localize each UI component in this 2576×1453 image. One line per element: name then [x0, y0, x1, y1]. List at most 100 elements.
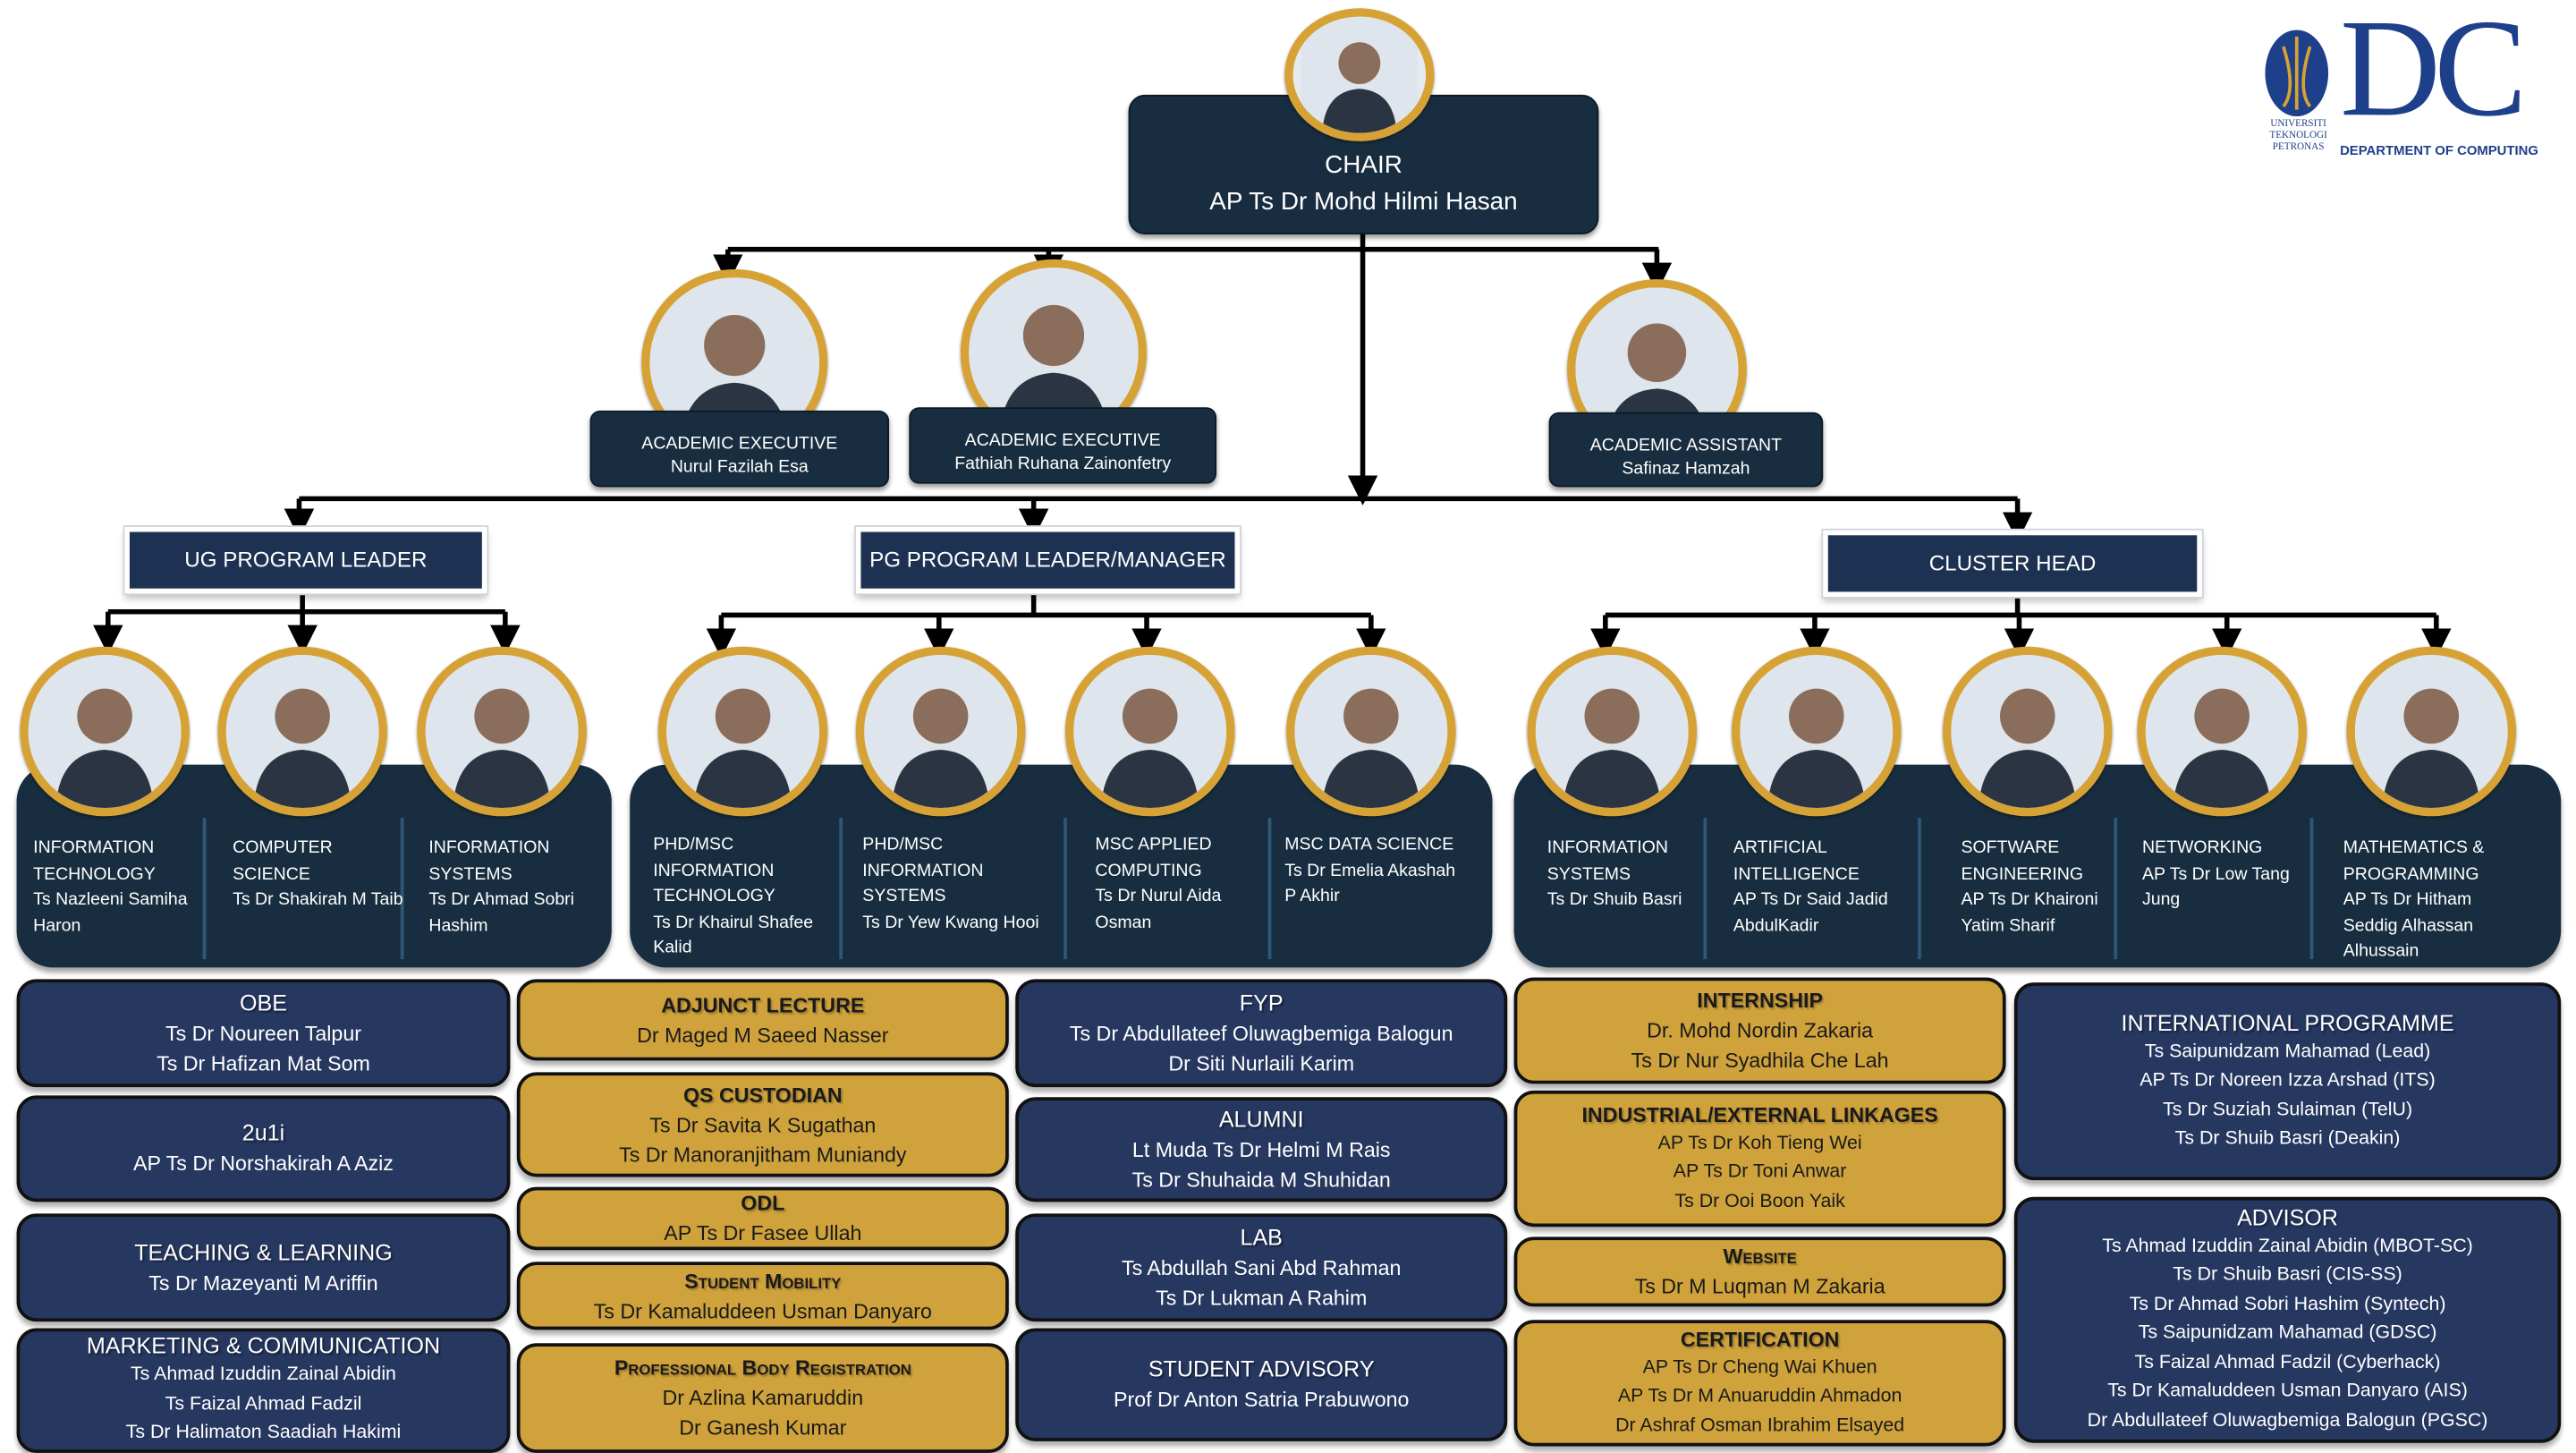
member-photo: [855, 646, 1026, 817]
staff-name: Safinaz Hamzah: [1622, 458, 1750, 480]
committee-title: Professional Body Registration: [614, 1356, 911, 1381]
program-column: Artificial IntelligenceAP Ts Dr Said Jad…: [1733, 837, 1893, 939]
column-divider: [1267, 818, 1272, 960]
program-column: NetworkingAP Ts Dr Low Tang Jung: [2142, 837, 2301, 913]
program-column: Information Technology Ts Nazleeni Samiha…: [33, 837, 206, 939]
person-avatar-icon: [225, 655, 379, 808]
committee-title: ALUMNI: [1218, 1106, 1304, 1132]
committee-member: Ts Dr Shuib Basri (CIS-SS): [2173, 1265, 2402, 1286]
committee-member: Ts Dr Ooi Boon Yaik: [1674, 1191, 1845, 1212]
committee-title: CERTIFICATION: [1680, 1328, 1840, 1352]
committee-box: STUDENT ADVISORY Prof Dr Anton Satria Pra…: [1015, 1328, 1508, 1441]
program-column: MSC Applied ComputingTs Dr Nurul Aida Os…: [1095, 833, 1281, 936]
column-divider: [1918, 818, 1921, 960]
staff-title: ACADEMIC EXECUTIVE: [964, 430, 1161, 451]
column-divider: [400, 818, 404, 960]
committee-member: Ts Dr Shuib Basri (Deakin): [2174, 1128, 2401, 1149]
program-leader-name: Ts Nazleeni Samiha Haron: [33, 889, 188, 936]
person-avatar-icon: [2145, 655, 2299, 808]
program-column: Mathematics & ProgrammingAP Ts Dr Hitham…: [2343, 837, 2503, 965]
committee-member: Ts Saipunidzam Mahamad (Lead): [2144, 1041, 2431, 1062]
program-column: Information SystemsTs Dr Shuib Basri: [1547, 837, 1707, 913]
committee-member: Prof Dr Anton Satria Prabuwono: [1113, 1388, 1410, 1412]
committee-member: Dr Abdullateef Oluwagbemiga Balogun (PGS…: [2087, 1410, 2488, 1432]
member-photo: [20, 646, 190, 817]
committee-member: Ts Dr Lukman A Rahim: [1156, 1286, 1368, 1310]
person-avatar-icon: [666, 655, 819, 808]
committee-title: STUDENT ADVISORY: [1148, 1356, 1375, 1381]
committee-member: Ts Dr Shuhaida M Shuhidan: [1131, 1168, 1391, 1192]
committee-member: Ts Faizal Ahmad Fadzil (Cyberhack): [2134, 1352, 2441, 1373]
department-logo: UNIVERSITI TEKNOLOGI PETRONAS DC DEPARTM…: [2260, 0, 2563, 163]
program-name: MSC Data Science: [1284, 834, 1454, 855]
program-name: PhD/MSc Information Systems: [862, 834, 984, 906]
committee-member: AP Ts Dr Fasee Ullah: [664, 1221, 862, 1245]
committee-title: INDUSTRIAL/EXTERNAL LINKAGES: [1581, 1103, 1938, 1127]
program-name: Computer Science: [233, 837, 333, 884]
committee-member: Ts Dr M Luqman M Zakaria: [1634, 1275, 1885, 1299]
committee-member: Ts Ahmad Izuddin Zainal Abidin: [130, 1364, 396, 1386]
committee-member: Ts Dr Ahmad Sobri Hashim (Syntech): [2129, 1294, 2446, 1315]
committee-member: Dr. Mohd Nordin Zakaria: [1647, 1018, 1874, 1042]
column-divider: [1063, 818, 1067, 960]
column-divider: [202, 818, 207, 960]
program-name: Information Technology: [33, 837, 156, 884]
person-avatar-icon: [864, 655, 1018, 808]
program-leader-name: Ts Dr Khairul Shafee Kalid: [653, 912, 814, 958]
program-leader-name: AP Ts Dr Low Tang Jung: [2141, 863, 2290, 910]
program-leader-name: AP Ts Dr Khaironi Yatim Sharif: [1961, 889, 2098, 936]
committee-title: ADJUNCT LECTURE: [661, 993, 865, 1017]
member-photo: [2346, 646, 2517, 817]
committee-title: LAB: [1240, 1224, 1283, 1250]
program-name: Mathematics & Programming: [2343, 837, 2485, 884]
committee-box: CERTIFICATION AP Ts Dr Cheng Wai Khuen AP …: [1513, 1320, 2006, 1447]
committee-member: Ts Dr Savita K Sugathan: [649, 1112, 877, 1136]
member-photo: [1286, 646, 1456, 817]
member-photo: [1943, 646, 2113, 817]
pg-leader-label: PG PROGRAM LEADER/MANAGER: [860, 531, 1235, 589]
committee-title: Student Mobility: [684, 1269, 842, 1293]
program-leader-name: Ts Dr Ahmad Sobri Hashim: [428, 889, 575, 936]
committee-title: MARKETING & COMMUNICATION: [86, 1333, 441, 1359]
member-photo: [1732, 646, 1902, 817]
utp-emblem-icon: [2265, 30, 2329, 117]
committee-title: INTERNATIONAL PROGRAMME: [2121, 1009, 2454, 1035]
committee-member: Ts Faizal Ahmad Fadzil: [165, 1394, 362, 1415]
committee-member: Ts Dr Mazeyanti M Ariffin: [148, 1270, 378, 1295]
committee-member: AP Ts Dr Cheng Wai Khuen: [1642, 1357, 1877, 1378]
cluster-leader-label: CLUSTER HEAD: [1827, 535, 2198, 592]
program-leader-name: Ts Dr Shuib Basri: [1546, 889, 1682, 910]
committee-member: Ts Dr Kamaluddeen Usman Danyaro (AIS): [2107, 1381, 2468, 1402]
person-avatar-icon: [1292, 16, 1427, 133]
committee-member: AP Ts Dr Noreen Izza Arshad (ITS): [2140, 1070, 2436, 1091]
committee-title: INTERNSHIP: [1697, 989, 1823, 1013]
committee-box: Website Ts Dr M Luqman M Zakaria: [1513, 1236, 2006, 1307]
program-name: Information Systems: [428, 837, 550, 884]
committee-member: AP Ts Dr M Anuaruddin Ahmadon: [1617, 1387, 1902, 1407]
program-column: PhD/MSc Information Systems Ts Dr Yew Kwa…: [862, 833, 1048, 936]
logo-letters: DC: [2340, 0, 2527, 147]
program-leader-name: Ts Dr Yew Kwang Hooi: [862, 912, 1039, 932]
committee-title: ODL: [741, 1192, 785, 1216]
committee-box: ODL AP Ts Dr Fasee Ullah: [516, 1186, 1009, 1251]
program-leader-name: Ts Dr Shakirah M Taib: [233, 889, 403, 910]
committee-box: ADJUNCT LECTURE Dr Maged M Saeed Nasser: [516, 979, 1009, 1061]
committee-title: Website: [1723, 1245, 1797, 1269]
university-name: UNIVERSITI TEKNOLOGI PETRONAS: [2269, 119, 2327, 153]
member-photo: [217, 646, 387, 817]
program-leader-name: Ts Dr Nurul Aida Osman: [1095, 886, 1222, 932]
committee-member: AP Ts Dr Toni Anwar: [1673, 1162, 1847, 1183]
committee-box: INTERNATIONAL PROGRAMME Ts Saipunidzam Ma…: [2013, 982, 2562, 1181]
committee-member: Ts Dr Suziah Sulaiman (TelU): [2163, 1100, 2413, 1120]
chair-title: CHAIR: [1325, 151, 1402, 180]
chair-name: AP Ts Dr Mohd Hilmi Hasan: [1209, 187, 1518, 217]
committee-member: Dr Maged M Saeed Nasser: [637, 1023, 889, 1047]
